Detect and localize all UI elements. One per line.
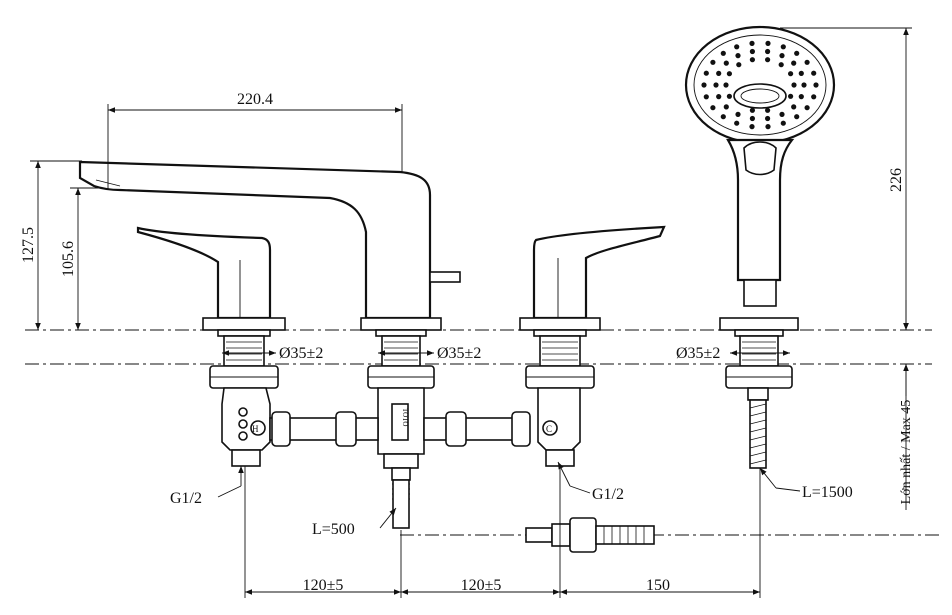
connecting-pipes bbox=[269, 411, 531, 447]
nozzle-dot bbox=[765, 107, 771, 113]
nozzle-dot bbox=[779, 111, 785, 117]
diverter-connector bbox=[525, 517, 655, 553]
nozzle-dot bbox=[794, 114, 800, 120]
nozzle-dot bbox=[723, 60, 729, 66]
deck-thickness-label: Lớn nhất / Max 45 bbox=[899, 400, 914, 505]
shower-height-label: 226 bbox=[888, 168, 905, 192]
spacing-2-label: 120±5 bbox=[461, 577, 502, 594]
spout-height-total-label: 127.5 bbox=[20, 227, 37, 263]
nozzle-dot bbox=[749, 107, 756, 113]
callout-hose-shower: L=1500 bbox=[759, 467, 853, 501]
nozzle-dot bbox=[788, 71, 794, 77]
hot-mark: H bbox=[252, 424, 259, 434]
spacing-3-label: 150 bbox=[646, 577, 670, 594]
nozzle-dot bbox=[765, 40, 771, 47]
nozzle-dot bbox=[798, 94, 804, 100]
nozzle-dot bbox=[804, 105, 810, 111]
shower-nozzles bbox=[701, 40, 819, 130]
right-handle-valve bbox=[519, 225, 666, 467]
nozzle-dot bbox=[765, 124, 771, 130]
nozzle-dot bbox=[801, 82, 807, 88]
callout-hose-center: L=500 bbox=[312, 507, 397, 538]
nozzle-dot bbox=[703, 94, 709, 100]
nozzle-dot bbox=[726, 93, 733, 99]
nozzle-dot bbox=[734, 44, 740, 50]
nozzle-dot bbox=[703, 70, 709, 76]
nozzle-dot bbox=[780, 44, 786, 50]
hole-dia-center-label: Ø35±2 bbox=[437, 345, 481, 362]
nozzle-dot bbox=[735, 53, 741, 59]
nozzle-dot bbox=[798, 70, 804, 76]
nozzle-dot bbox=[813, 82, 819, 88]
nozzle-dot bbox=[735, 111, 741, 117]
spout-height-outlet-label: 105.6 bbox=[60, 241, 77, 277]
cold-mark: C bbox=[546, 424, 552, 434]
nozzle-dot bbox=[736, 62, 742, 68]
nozzle-dot bbox=[780, 120, 786, 126]
spout-reach-label: 220.4 bbox=[237, 91, 273, 108]
callout-thread-left: G1/2 bbox=[170, 466, 244, 507]
nozzle-dot bbox=[723, 104, 729, 110]
thread-left-label: G1/2 bbox=[170, 490, 202, 507]
nozzle-dot bbox=[749, 115, 756, 122]
nozzle-dot bbox=[749, 57, 756, 63]
hand-shower bbox=[684, 25, 836, 469]
hole-dia-shower-label: Ø35±2 bbox=[676, 345, 720, 362]
thread-right-label: G1/2 bbox=[592, 486, 624, 503]
nozzle-dot bbox=[791, 82, 797, 88]
hose-shower-label: L=1500 bbox=[802, 484, 853, 501]
dimension-shower-height: 226 bbox=[780, 27, 912, 330]
nozzle-dot bbox=[765, 48, 771, 55]
nozzle-dot bbox=[749, 48, 756, 55]
nozzle-dot bbox=[749, 40, 755, 47]
dimension-hole-shower: Ø35±2 bbox=[676, 345, 790, 362]
hole-dia-left-label: Ø35±2 bbox=[279, 345, 323, 362]
nozzle-dot bbox=[811, 94, 817, 100]
nozzle-dot bbox=[779, 53, 785, 59]
nozzle-dot bbox=[720, 114, 726, 120]
nozzle-dot bbox=[710, 105, 716, 111]
nozzle-dot bbox=[778, 62, 784, 68]
dimension-hole-center: Ø35±2 bbox=[378, 345, 481, 362]
nozzle-dot bbox=[765, 115, 771, 122]
nozzle-dot bbox=[716, 70, 722, 76]
nozzle-dot bbox=[701, 82, 707, 88]
nozzle-dot bbox=[713, 82, 719, 88]
nozzle-dot bbox=[791, 104, 797, 110]
nozzle-dot bbox=[765, 57, 771, 63]
hose-center-label: L=500 bbox=[312, 521, 355, 538]
dimension-deck-thickness: Lớn nhất / Max 45 bbox=[899, 300, 914, 510]
dimension-hole-left: Ø35±2 bbox=[222, 345, 323, 362]
nozzle-dot bbox=[811, 70, 817, 76]
nozzle-dot bbox=[710, 59, 716, 65]
nozzle-dot bbox=[794, 50, 800, 56]
center-spout bbox=[78, 160, 461, 529]
nozzle-dot bbox=[749, 124, 755, 130]
nozzle-dot bbox=[734, 120, 740, 126]
nozzle-dot bbox=[726, 71, 733, 77]
nozzle-dot bbox=[791, 60, 797, 66]
nozzle-dot bbox=[716, 94, 722, 100]
left-handle-valve bbox=[136, 226, 286, 467]
nozzle-dot bbox=[720, 50, 726, 56]
dimension-spacing: 120±5 120±5 150 bbox=[244, 466, 761, 598]
nozzle-dot bbox=[788, 93, 794, 99]
brand-mark: TOTO bbox=[401, 408, 409, 426]
nozzle-dot bbox=[723, 82, 729, 88]
spacing-1-label: 120±5 bbox=[303, 577, 344, 594]
dimension-spout-reach: 220.4 bbox=[107, 91, 403, 190]
callout-thread-right: G1/2 bbox=[557, 461, 624, 503]
dimension-spout-height: 127.5 105.6 bbox=[20, 160, 104, 330]
nozzle-dot bbox=[804, 59, 810, 65]
